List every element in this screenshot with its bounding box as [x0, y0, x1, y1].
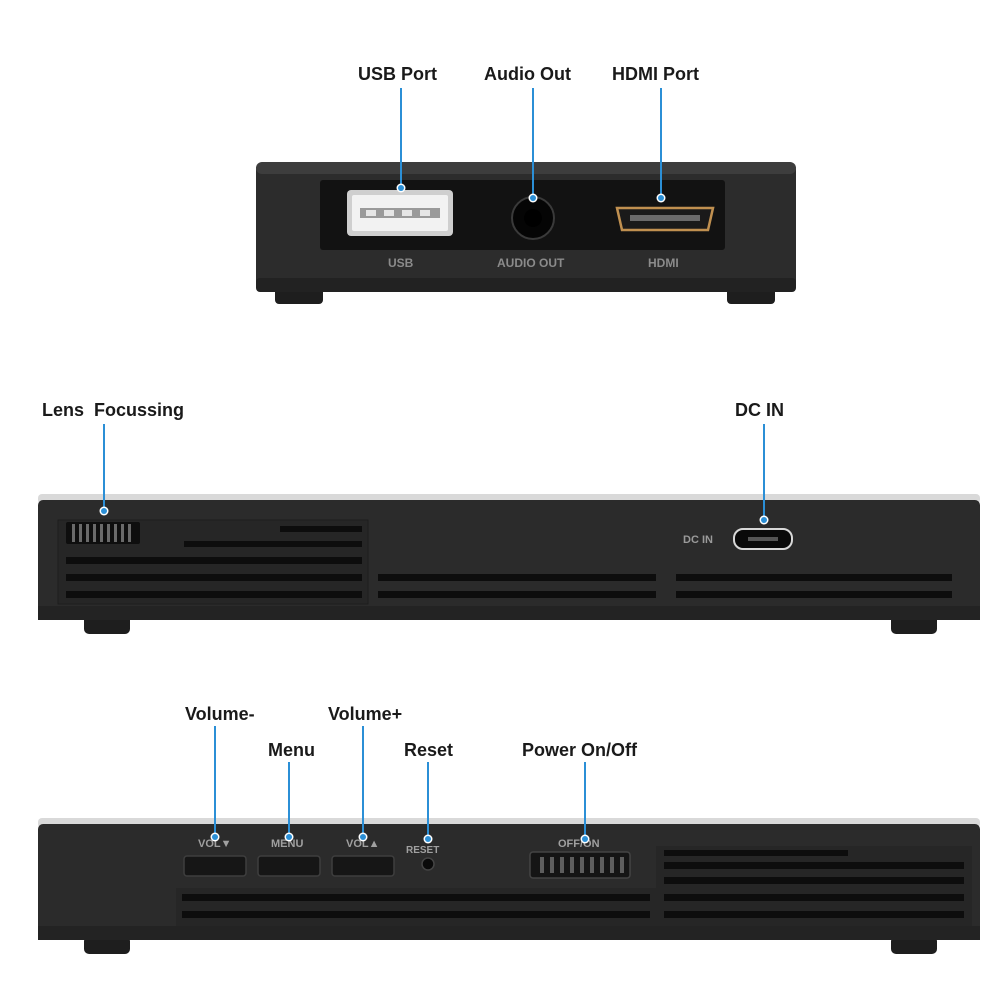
- volume-plus-leader-dot: [360, 834, 366, 840]
- menu-embossed-label: MENU: [271, 838, 304, 850]
- reset-embossed-label: RESET: [406, 845, 440, 856]
- audio-out-leader-dot: [530, 195, 536, 201]
- lens-focussing-leader-line: [103, 424, 105, 510]
- lens-focussing-callout: Lens Focussing: [42, 400, 185, 420]
- reset-leader-line: [427, 762, 429, 838]
- dc-in-embossed-label: DC IN: [683, 534, 713, 546]
- off-on-embossed-label: OFF/ON: [558, 838, 600, 850]
- usb-port-leader-dot: [398, 185, 404, 191]
- volume-up-button[interactable]: [331, 855, 395, 877]
- reset-pinhole[interactable]: [421, 857, 435, 871]
- volume-minus-callout: Volume-: [185, 704, 255, 724]
- hdmi-port-callout: HDMI Port: [612, 64, 699, 84]
- dc-in-callout: DC IN: [735, 400, 784, 420]
- power-on-off-callout: Power On/Off: [522, 740, 638, 760]
- rear-view: USB AUDIO OUT HDMI: [250, 160, 800, 310]
- menu-callout: Menu: [268, 740, 315, 760]
- side-view: DC IN: [36, 494, 982, 640]
- power-on-off-leader-line: [584, 762, 586, 838]
- rear-view-body: [256, 162, 796, 304]
- vol-up-embossed-label: VOL▲: [346, 838, 380, 850]
- usb-embossed-label: USB: [388, 256, 414, 270]
- side-view-body: [38, 494, 980, 634]
- audio-out-callout: Audio Out: [484, 64, 571, 84]
- dc-in-leader-line: [763, 424, 765, 520]
- volume-minus-leader-line: [214, 726, 216, 836]
- vol-down-embossed-label: VOL▼: [198, 838, 232, 850]
- reset-leader-dot: [425, 836, 431, 842]
- volume-plus-leader-line: [362, 726, 364, 836]
- power-on-off-leader-dot: [582, 836, 588, 842]
- audio-out-embossed-label: AUDIO OUT: [497, 256, 565, 270]
- control-view: VOL▼ MENU VOL▲ RESET OFF/ON: [36, 818, 982, 958]
- control-view-body: [38, 818, 980, 954]
- hdmi-embossed-label: HDMI: [648, 256, 679, 270]
- menu-button[interactable]: [257, 855, 321, 877]
- menu-leader-dot: [286, 834, 292, 840]
- hdmi-port-leader-line: [660, 88, 662, 198]
- lens-focussing-leader-dot: [101, 508, 107, 514]
- reset-callout: Reset: [404, 740, 454, 760]
- dc-in-leader-dot: [761, 517, 767, 523]
- menu-leader-line: [288, 762, 290, 836]
- audio-out-leader-line: [532, 88, 534, 198]
- usb-port-leader-line: [400, 88, 402, 188]
- hdmi-port-leader-dot: [658, 195, 664, 201]
- volume-plus-callout: Volume+: [328, 704, 403, 724]
- volume-minus-leader-dot: [212, 834, 218, 840]
- volume-down-button[interactable]: [183, 855, 247, 877]
- usb-port-callout: USB Port: [358, 64, 438, 84]
